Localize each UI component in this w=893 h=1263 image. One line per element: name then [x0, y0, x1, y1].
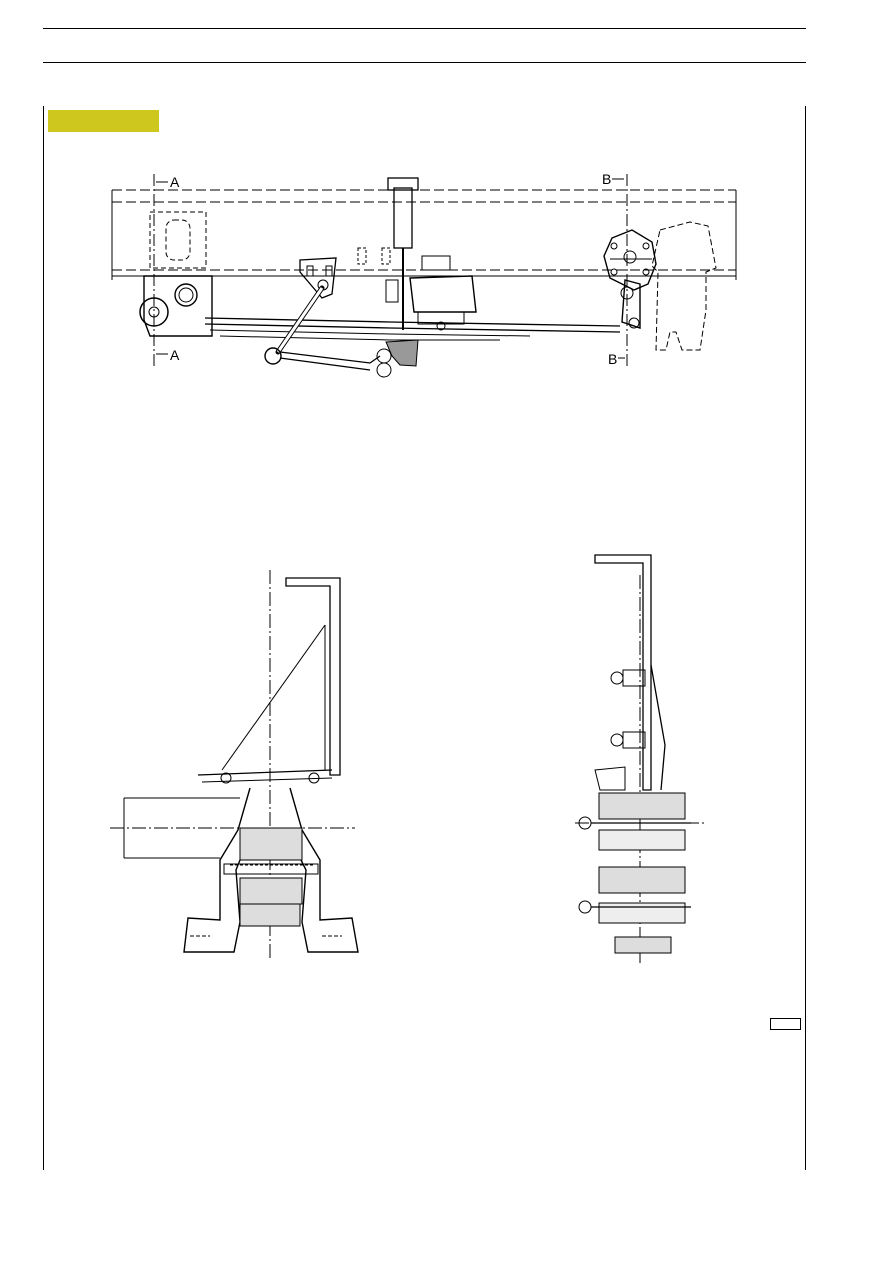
- figure-label-highlight: [48, 110, 159, 132]
- section-a-a-figure: [110, 570, 359, 960]
- page-border-left: [43, 106, 44, 1170]
- section-b-b-figure: [575, 554, 705, 965]
- section-mark-a-top: A: [170, 174, 180, 190]
- header-rule-top: [43, 28, 806, 29]
- section-mark-a-bottom: A: [170, 347, 180, 363]
- section-mark-b-top: B: [602, 171, 611, 187]
- section-mark-b-bottom: B: [608, 351, 617, 367]
- header-rule-bottom: [43, 62, 806, 63]
- page-border-right: [805, 106, 806, 1170]
- suspension-side-view-figure: A A B B: [111, 171, 737, 378]
- page-reference-box: [770, 1018, 801, 1030]
